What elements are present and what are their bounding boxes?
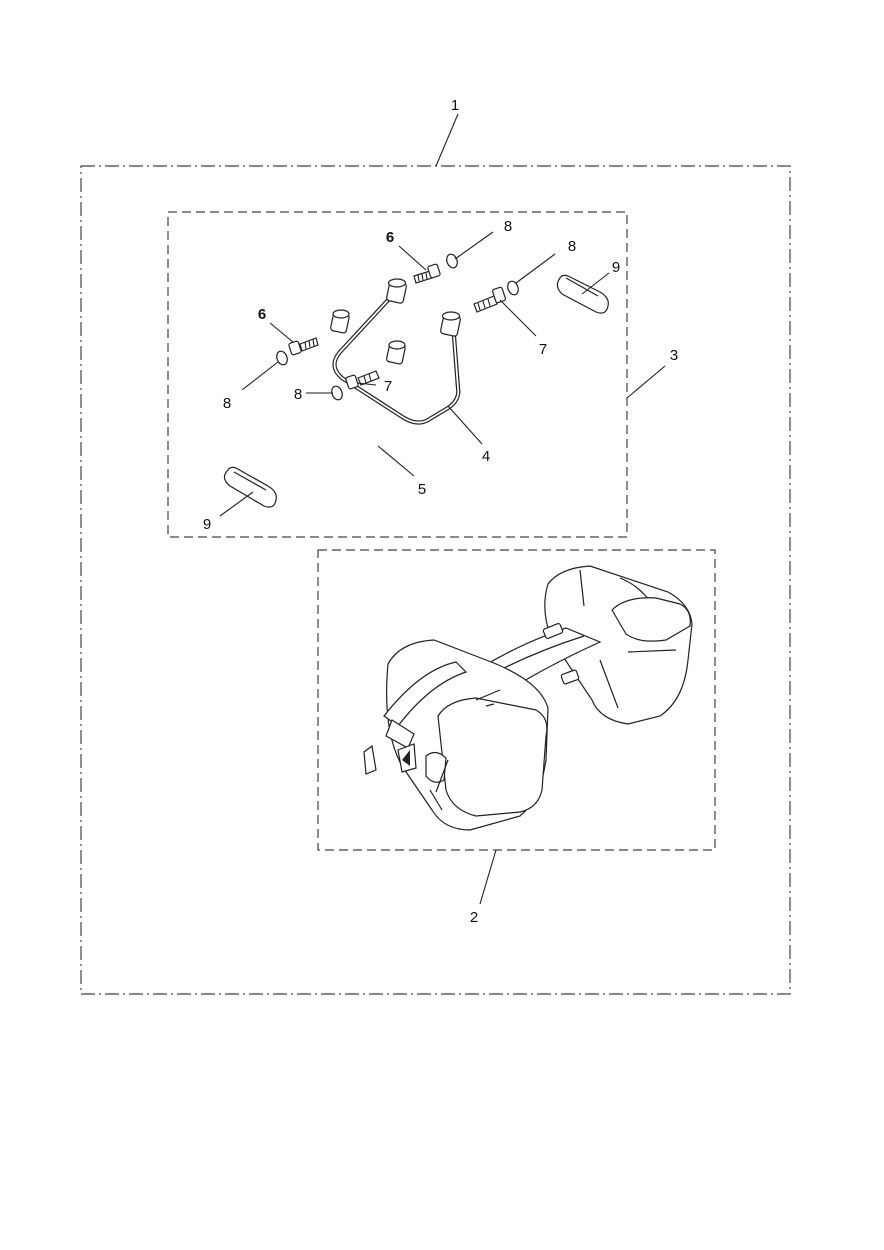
leader-1 <box>435 113 459 167</box>
bolt-7-lower <box>345 370 380 390</box>
leader-8a <box>454 231 494 260</box>
hardware-kit-boundary <box>167 211 628 538</box>
callout-9-right: 9 <box>612 259 620 276</box>
leader-6b <box>269 322 294 343</box>
callout-9-left: 9 <box>203 516 211 533</box>
callout-8-top: 8 <box>504 218 512 235</box>
leader-3 <box>626 365 666 399</box>
callout-7-right: 7 <box>539 341 547 358</box>
callout-6-upper: 6 <box>386 229 394 246</box>
leader-9a <box>581 272 610 295</box>
bolt-6-lower <box>288 337 319 356</box>
bolt-7-upper <box>473 286 506 313</box>
callout-5: 5 <box>418 481 426 498</box>
callout-2: 2 <box>470 909 478 926</box>
leader-8b <box>515 253 556 284</box>
leader-2 <box>479 849 497 905</box>
leader-8c <box>241 361 279 391</box>
leader-5 <box>377 445 415 477</box>
callout-8-middle: 8 <box>294 386 302 403</box>
callout-1: 1 <box>451 97 459 114</box>
callout-8-left: 8 <box>223 395 231 412</box>
pannier-rail-5 <box>270 309 409 460</box>
callout-7-middle: 7 <box>384 378 392 395</box>
washer-8-left <box>276 350 288 366</box>
bolt-6-upper <box>413 263 441 284</box>
leader-6a <box>398 245 427 271</box>
washer-8-right <box>507 280 519 296</box>
kit-boundary <box>80 165 791 995</box>
leader-7a <box>499 299 537 337</box>
callout-3: 3 <box>670 347 678 364</box>
pad-9-right <box>556 274 609 314</box>
pannier-rail-4 <box>332 278 461 425</box>
pannier-kit-boundary <box>317 549 716 851</box>
washer-8-middle <box>331 385 343 401</box>
callout-6-lower: 6 <box>258 306 266 323</box>
callout-4: 4 <box>482 448 490 465</box>
leader-7b <box>356 382 377 386</box>
leader-4 <box>447 405 483 445</box>
pad-9-left <box>223 466 277 508</box>
callout-8-right: 8 <box>568 238 576 255</box>
washer-8-top <box>446 253 458 269</box>
pannier-bags <box>363 565 693 831</box>
leader-9b <box>219 491 254 517</box>
